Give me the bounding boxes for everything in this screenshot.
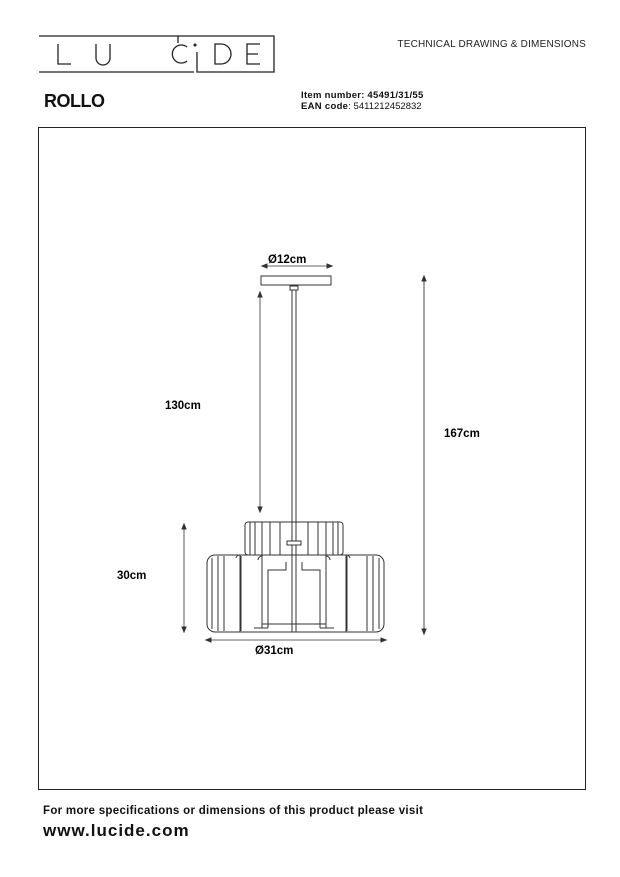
canopy-diameter-label: Ø12cm: [268, 254, 306, 266]
drawing-frame: [38, 127, 586, 790]
document-type-label: TECHNICAL DRAWING & DIMENSIONS: [397, 39, 586, 50]
website-link[interactable]: www.lucide.com: [43, 821, 190, 840]
item-number-label: Item number:: [301, 90, 365, 101]
item-number-row: Item number: 45491/31/55: [301, 90, 424, 101]
ean-value: : 5411212452832: [348, 101, 422, 112]
footer-note: For more specifications or dimensions of…: [43, 805, 424, 817]
shade-diameter-label: Ø31cm: [255, 645, 293, 657]
ean-row: EAN code: 5411212452832: [301, 101, 424, 112]
item-number-value: 45491/31/55: [367, 90, 424, 101]
cable-length-label: 130cm: [165, 400, 201, 412]
ean-label: EAN code: [301, 101, 349, 112]
lucide-logo: [39, 35, 275, 73]
total-height-label: 167cm: [444, 428, 480, 440]
shade-height-label: 30cm: [117, 570, 146, 582]
product-meta: Item number: 45491/31/55 EAN code: 54112…: [301, 90, 424, 112]
product-name: ROLLO: [44, 91, 105, 111]
